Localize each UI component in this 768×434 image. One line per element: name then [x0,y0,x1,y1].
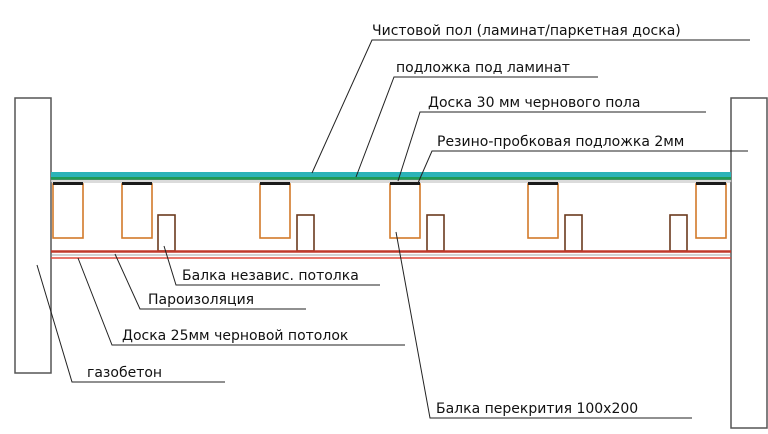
finish-floor-layer [51,172,731,177]
label-subfloor-board: Доска 30 мм чернового пола [428,95,640,111]
label-vapor-barrier: Пароизоляция [148,292,254,308]
ceiling-beam [426,214,445,252]
ceiling-beams [157,214,688,252]
leader-vapor-barrier [114,253,306,310]
ceiling-beam [157,214,176,252]
cork-underlay-pad [528,182,558,185]
label-finish-floor: Чистовой пол (ламинат/паркетная доска) [372,23,681,39]
laminate-underlay-layer [51,177,731,180]
label-laminate-underlay: подложка под ламинат [396,60,570,76]
floor-beam [52,183,84,239]
leader-aerated-concrete [36,264,225,383]
label-floor-beam: Балка перекрития 100х200 [436,401,638,417]
ceiling-beam [564,214,583,252]
ceiling-beam [296,214,315,252]
floor-beam [527,183,559,239]
subfloor-board-layer [50,179,732,183]
label-ceiling-beam: Балка независ. потолка [182,268,359,284]
label-cork-underlay: Резино-пробковая подложка 2мм [437,134,684,150]
label-ceiling-board: Доска 25мм черновой потолок [122,328,348,344]
floor-beam [695,183,727,239]
right-wall-aerated-concrete [730,97,768,429]
leader-laminate-underlay [355,76,598,178]
cork-underlay-pad [53,182,83,185]
leader-ceiling-board [77,257,405,346]
leader-cork-underlay [417,150,748,184]
ceiling-beam [669,214,688,252]
cork-underlay-pad [260,182,290,185]
leader-finish-floor [311,39,750,174]
floor-beams [52,182,727,239]
leader-ceiling-beam [163,245,380,286]
cork-underlay-pad [122,182,152,185]
label-aerated-concrete: газобетон [87,365,162,381]
left-wall-aerated-concrete [14,97,52,374]
leader-floor-beam [395,231,692,419]
floor-beam [259,183,291,239]
floor-beam [121,183,153,239]
leader-subfloor-board [397,111,706,182]
cork-underlay-pad [390,182,420,185]
leader-lines [36,39,750,419]
floor-beam [389,183,421,239]
cork-underlay-pad [696,182,726,185]
